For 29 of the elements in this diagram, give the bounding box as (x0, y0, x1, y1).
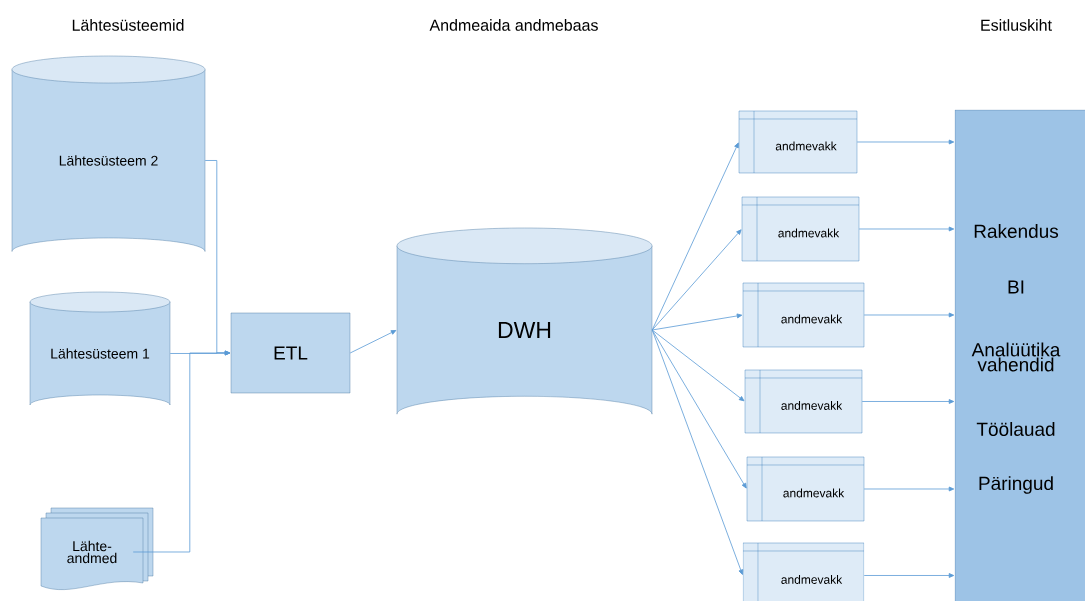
table-box: andmevakk (738, 110, 858, 174)
arrow (651, 142, 739, 331)
database-cylinder: DWH (396, 227, 653, 415)
section-heading: Esitluskiht (981, 19, 1052, 31)
arrow (651, 329, 744, 575)
table-box: andmevakk (744, 369, 863, 434)
process-box: ETL (230, 312, 351, 394)
arrow (349, 330, 397, 354)
database-cylinder: Lähtesüsteem 1 (29, 291, 171, 406)
section-heading: Lähtesüsteemid (72, 19, 184, 31)
arrow (651, 229, 742, 331)
table-box: andmevakk (742, 282, 865, 348)
database-cylinder: Lähtesüsteem 2 (11, 55, 206, 252)
presentation-panel: Rakendus BI Analüütika vahendid Töölauad Päringud (954, 109, 1085, 601)
arrow (651, 329, 747, 489)
arrow (863, 573, 955, 578)
arrow (863, 486, 955, 492)
arrow (858, 226, 955, 232)
table-box: andmevakk (741, 196, 860, 262)
arrow (651, 313, 743, 331)
arrow (651, 329, 745, 402)
arrow (861, 399, 955, 404)
table-box: andmevakk (742, 542, 865, 601)
table-box: andmevakk (746, 456, 865, 522)
section-heading: Andmeaida andmebaas (429, 19, 598, 31)
arrow (863, 312, 955, 318)
document-stack: Lähte- andmed (40, 507, 154, 590)
arrow (132, 350, 231, 553)
arrow (856, 139, 955, 145)
